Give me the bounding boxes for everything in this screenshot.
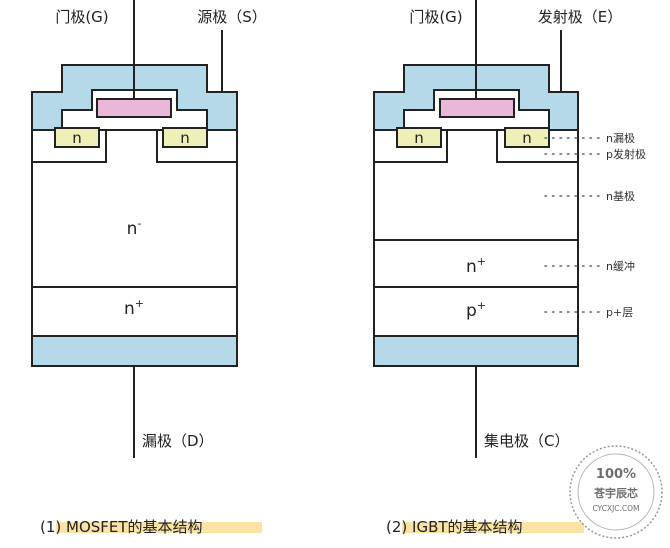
watermark-name: 苍宇辰芯 xyxy=(593,486,638,500)
igbt-collector-label: 集电极（C） xyxy=(484,432,569,450)
igbt-buffer-label: n+ xyxy=(466,255,486,277)
ann-n-drain: n漏极 xyxy=(606,131,635,145)
watermark-percent: 100% xyxy=(596,467,636,482)
mosfet-caption: (1) MOSFET的基本结构 xyxy=(40,518,203,536)
watermark-seal: 100% 苍宇辰芯 CYCXJC.COM xyxy=(569,445,663,539)
mosfet-substrate-label: n+ xyxy=(124,297,144,319)
igbt-caption-highlight xyxy=(402,522,584,533)
igbt-p-layer-label: p+ xyxy=(466,299,486,321)
igbt-collector-metal xyxy=(373,335,579,367)
mosfet-p-well-right xyxy=(156,130,238,163)
igbt-body xyxy=(373,129,579,337)
igbt-gate-label: 门极(G) xyxy=(409,8,462,26)
igbt-gate-poly xyxy=(439,98,515,118)
igbt-emitter-label: 发射极（E） xyxy=(538,8,622,26)
igbt-p-well-right xyxy=(496,130,579,163)
mosfet-n-right-label: n xyxy=(180,129,190,147)
mosfet-drift-label: n- xyxy=(127,217,142,239)
igbt-caption: (2) IGBT的基本结构 xyxy=(386,518,523,536)
mosfet-n-left-label: n xyxy=(72,129,82,147)
mosfet-gate-poly xyxy=(96,98,172,118)
igbt-structure: n n n+ p+ 门极(G) 发射极（E） 集电极（C） n漏极 p发射极 n… xyxy=(373,0,646,536)
mosfet-n-source-right xyxy=(162,127,208,148)
mosfet-p-well-left xyxy=(31,130,107,163)
ann-n-buffer: n缓冲 xyxy=(606,259,635,273)
igbt-n-left-label: n xyxy=(414,129,424,147)
igbt-n-source-left xyxy=(396,127,442,148)
igbt-n-right-label: n xyxy=(522,129,532,147)
mosfet-gate-label: 门极(G) xyxy=(55,8,108,26)
mosfet-source-label: 源极（S） xyxy=(197,8,267,26)
igbt-annotation-leaders xyxy=(544,137,603,313)
mosfet-body xyxy=(31,129,238,337)
ann-n-base: n基极 xyxy=(606,189,635,203)
mosfet-drain-label: 漏极（D） xyxy=(142,432,214,450)
ann-p-layer: p+层 xyxy=(606,306,633,319)
igbt-p-well-left xyxy=(373,130,448,163)
watermark-site: CYCXJC.COM xyxy=(592,504,639,513)
igbt-n-source-right xyxy=(504,127,550,148)
mosfet-drain-metal xyxy=(31,335,238,367)
mosfet-n-source-left xyxy=(54,127,100,148)
mosfet-caption-highlight xyxy=(56,522,262,533)
ann-p-emitter: p发射极 xyxy=(606,147,646,161)
mosfet-structure: n n n- n+ 门极(G) 源极（S） 漏极（D） (1) MOSFET的基… xyxy=(31,0,267,536)
